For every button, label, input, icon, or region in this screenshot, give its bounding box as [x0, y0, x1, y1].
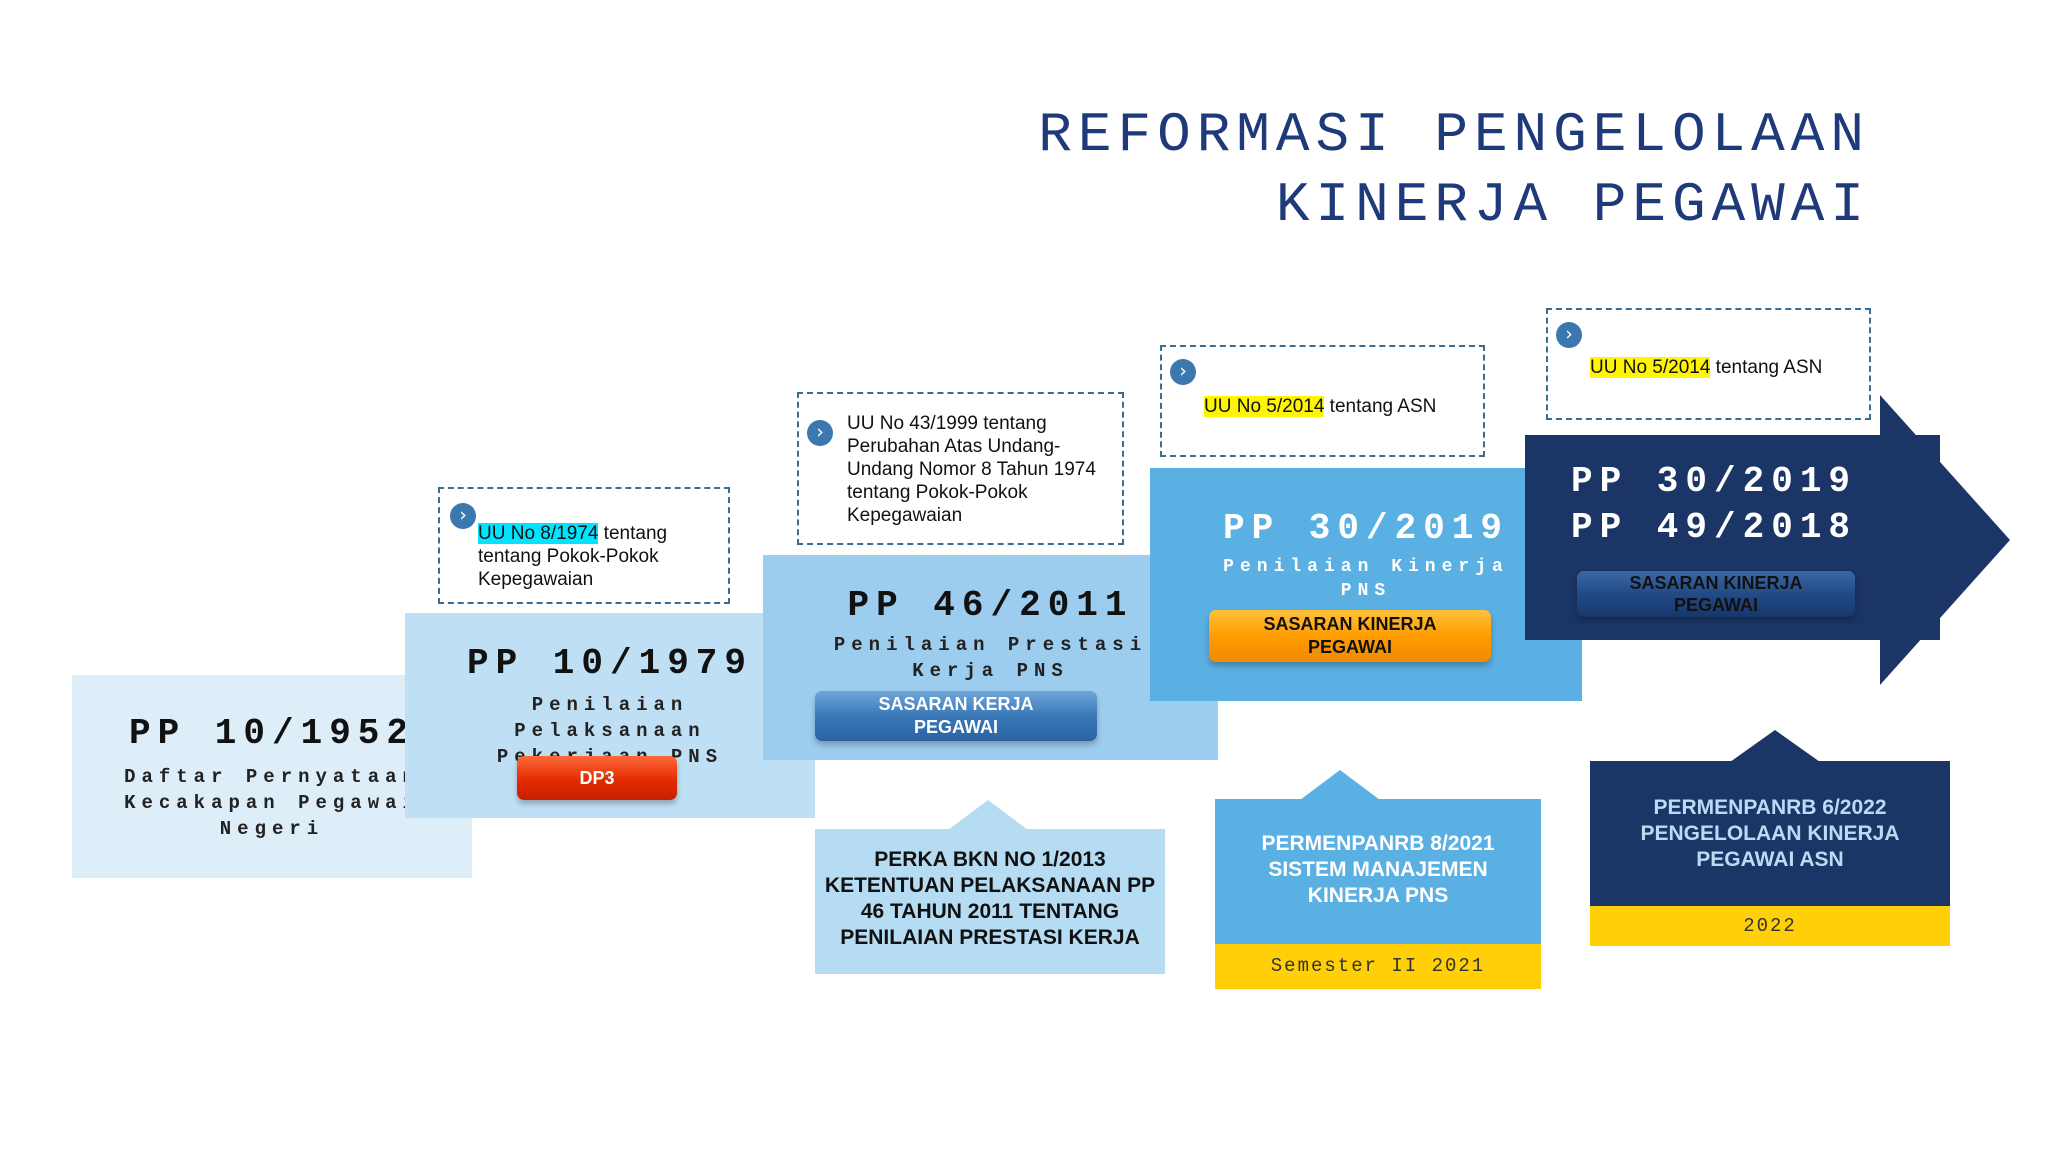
chevron-right-circle-icon: › — [807, 420, 833, 446]
step-code: PP 46/2011 — [847, 585, 1134, 626]
step-description-line: PNS — [1340, 581, 1392, 601]
regulation-line: PENILAIAN PRESTASI KERJA — [840, 926, 1140, 949]
button-label-line: SASARAN KINERJA — [1263, 614, 1437, 634]
step-description-line: Daftar Pernyataan — [124, 766, 420, 788]
dp3-button-label: DP3 — [579, 768, 615, 788]
regulation-line: KINERJA PNS — [1307, 884, 1449, 907]
step-description-line: Penilaian Kinerja — [1223, 557, 1509, 577]
step-description-line: Negeri — [219, 818, 325, 840]
callout-uu-8-1974: › UU No 8/1974 tentang tentang Pokok-Pok… — [438, 487, 730, 604]
regulation-pointer-3 — [1730, 730, 1820, 762]
sasaran-kinerja-pegawai-button[interactable]: SASARAN KINERJA PEGAWAI — [1209, 610, 1491, 662]
step-description: Daftar Pernyataan Kecakapan Pegawai Nege… — [72, 764, 472, 842]
step-codes: PP 30/2019 PP 49/2018 — [1525, 459, 1940, 551]
regulation-pointer-1 — [948, 800, 1028, 830]
sasaran-kinerja-pegawai-button-dark[interactable]: SASARAN KINERJA PEGAWAI — [1577, 571, 1855, 617]
regulation-line: PERKA BKN NO 1/2013 — [874, 848, 1106, 871]
step-code: PP 30/2019 — [1222, 508, 1510, 549]
regulation-line: PEGAWAI ASN — [1696, 848, 1844, 871]
regulation-pointer-2 — [1300, 770, 1380, 800]
callout-line: Undang Nomor 8 Tahun 1974 — [847, 459, 1096, 480]
button-label-line: PEGAWAI — [1307, 637, 1392, 657]
timeline-step-pp-30-2019-pp-49-2018: PP 30/2019 PP 49/2018 SASARAN KINERJA PE… — [1525, 435, 1940, 640]
step-description: Penilaian Prestasi Kerja PNS — [763, 632, 1218, 684]
chevron-right-circle-icon: › — [1170, 359, 1196, 385]
step-description-line: Penilaian — [531, 694, 689, 716]
step-description-line: Kerja PNS — [912, 660, 1069, 682]
callout-line: tentang Pokok-Pokok — [847, 482, 1028, 503]
step-code: PP 49/2018 — [1571, 507, 1858, 548]
regulation-line: SISTEM MANAJEMEN — [1268, 858, 1488, 881]
callout-text: UU No 5/2014 tentang ASN — [1590, 356, 1870, 379]
page-title-line-2: KINERJA PEGAWAI — [1275, 173, 1870, 237]
callout-line: tentang Pokok-Pokok — [478, 546, 659, 567]
callout-line-text: tentang ASN — [1324, 396, 1437, 417]
step-description-line: Kecakapan Pegawai — [124, 792, 420, 814]
chevron-right-circle-icon: › — [1556, 322, 1582, 348]
step-code: PP 10/1979 — [466, 643, 754, 684]
button-label-line: SASARAN KERJA — [878, 694, 1034, 714]
step-description-line: Pelaksanaan — [514, 720, 706, 742]
callout-highlight: UU No 5/2014 — [1204, 396, 1325, 417]
page-title: REFORMASI PENGELOLAAN KINERJA PEGAWAI — [940, 100, 1870, 240]
callout-line: Perubahan Atas Undang- — [847, 436, 1061, 457]
callout-line: UU No 8/1974 tentang — [478, 522, 728, 545]
regulation-year: 2022 — [1590, 906, 1950, 946]
callout-uu-5-2014-a: › UU No 5/2014 tentang ASN — [1160, 345, 1485, 457]
callout-highlight: UU No 8/1974 — [478, 523, 599, 544]
timeline-step-pp-30-2019: PP 30/2019 Penilaian Kinerja PNS SASARAN… — [1150, 468, 1582, 701]
callout-line: Kepegawaian — [478, 569, 594, 590]
regulation-text: PERMENPANRB 8/2021 SISTEM MANAJEMEN KINE… — [1215, 831, 1541, 909]
callout-line: Kepegawaian — [847, 505, 963, 526]
regulation-line: KETENTUAN PELAKSANAAN PP — [824, 874, 1156, 897]
step-description-line: Penilaian Prestasi — [833, 634, 1148, 656]
callout-line: UU No 43/1999 tentang — [847, 413, 1047, 434]
timeline-step-pp-10-1979: PP 10/1979 Penilaian Pelaksanaan Pekerja… — [405, 613, 815, 818]
step-code: PP 10/1952 — [128, 713, 416, 754]
regulation-line: 46 TAHUN 2011 TENTANG — [860, 900, 1120, 923]
callout-uu-5-2014-b: › UU No 5/2014 tentang ASN — [1546, 308, 1871, 420]
callout-text: UU No 8/1974 tentang tentang Pokok-Pokok… — [478, 522, 728, 591]
sasaran-kerja-pegawai-button[interactable]: SASARAN KERJA PEGAWAI — [815, 691, 1097, 741]
callout-highlight: UU No 5/2014 — [1590, 357, 1711, 378]
dp3-button[interactable]: DP3 — [517, 756, 677, 800]
chevron-right-circle-icon: › — [450, 503, 476, 529]
timeline-step-pp-46-2011: PP 46/2011 Penilaian Prestasi Kerja PNS … — [763, 555, 1218, 760]
regulation-text: PERKA BKN NO 1/2013 KETENTUAN PELAKSANAA… — [815, 847, 1165, 951]
regulation-perka-bkn-1-2013: PERKA BKN NO 1/2013 KETENTUAN PELAKSANAA… — [815, 829, 1165, 974]
button-label-line: SASARAN KINERJA — [1629, 573, 1803, 593]
button-label-line: PEGAWAI — [913, 717, 998, 737]
button-label-line: PEGAWAI — [1673, 595, 1758, 615]
regulation-line: PERMENPANRB 8/2021 — [1261, 832, 1495, 855]
regulation-year: Semester II 2021 — [1215, 944, 1541, 989]
callout-line-text: tentang ASN — [1710, 357, 1823, 378]
callout-text: UU No 5/2014 tentang ASN — [1204, 395, 1484, 418]
regulation-text: PERMENPANRB 6/2022 PENGELOLAAN KINERJA P… — [1590, 795, 1950, 873]
step-description: Penilaian Kinerja PNS — [1150, 555, 1582, 603]
regulation-permenpanrb-6-2022: PERMENPANRB 6/2022 PENGELOLAAN KINERJA P… — [1590, 761, 1950, 946]
callout-text: UU No 43/1999 tentang Perubahan Atas Und… — [847, 412, 1122, 527]
regulation-line: PENGELOLAAN KINERJA — [1640, 822, 1900, 845]
callout-line-text: tentang — [598, 523, 668, 544]
step-code: PP 30/2019 — [1571, 461, 1858, 502]
callout-uu-43-1999: › UU No 43/1999 tentang Perubahan Atas U… — [797, 392, 1124, 545]
step-description: Penilaian Pelaksanaan Pekerjaan PNS — [405, 692, 815, 762]
page-title-line-1: REFORMASI PENGELOLAAN — [1038, 103, 1870, 167]
regulation-permenpanrb-8-2021: PERMENPANRB 8/2021 SISTEM MANAJEMEN KINE… — [1215, 799, 1541, 989]
regulation-line: PERMENPANRB 6/2022 — [1653, 796, 1887, 819]
